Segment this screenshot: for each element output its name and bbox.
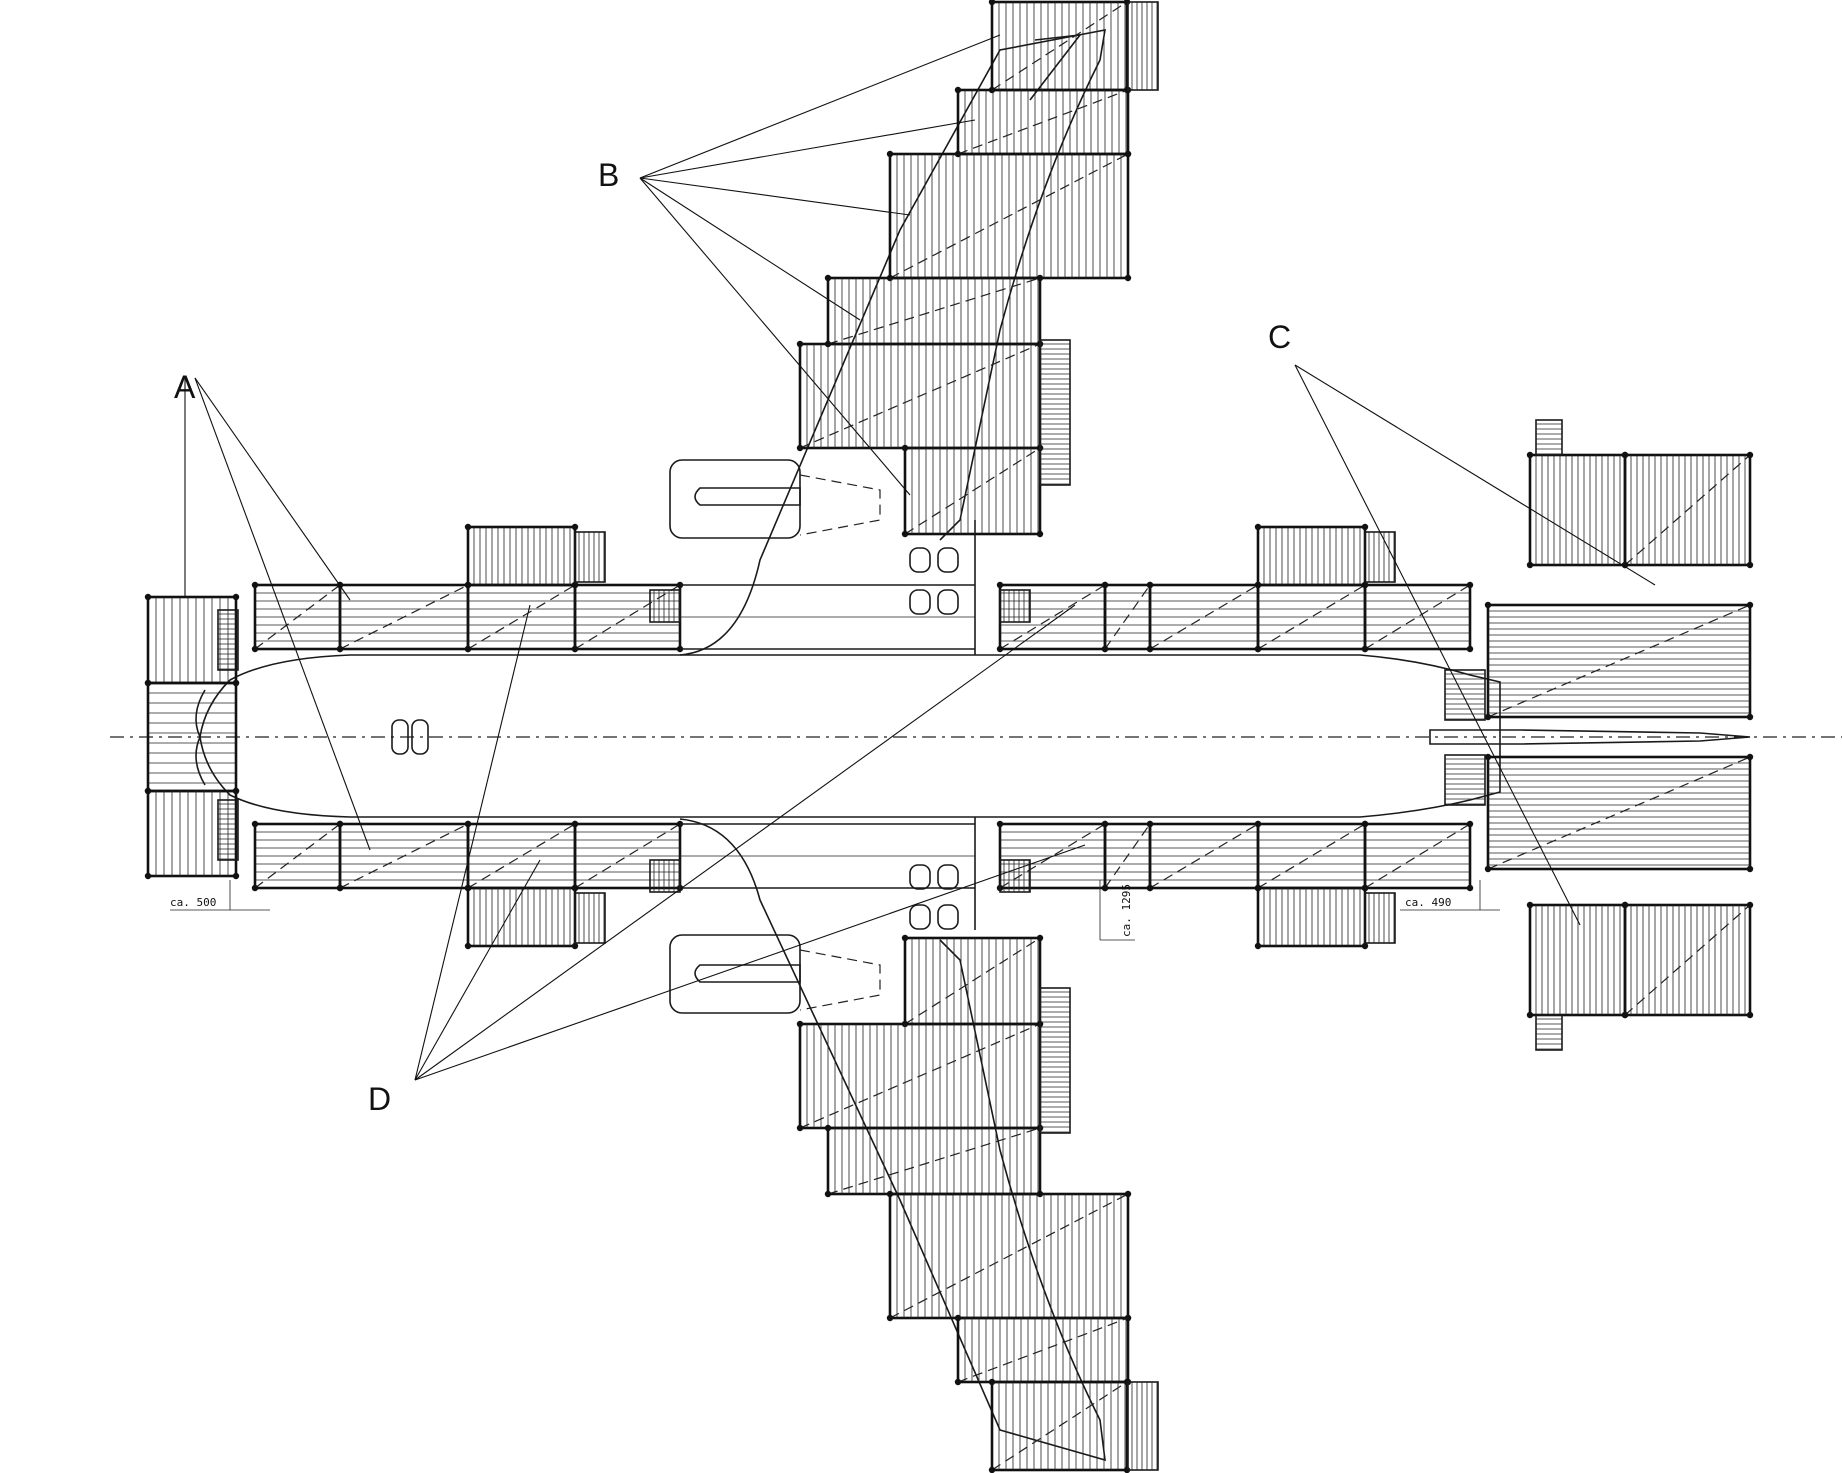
scaffold-bay: [144, 787, 240, 880]
scaffold-platforms: [144, 0, 1754, 1473]
scaffold-stair: [1039, 987, 1071, 1134]
scaffold-bay: [901, 934, 1044, 1028]
scaffold-bay: [571, 581, 684, 653]
door-markers: [391, 547, 959, 930]
scaffold-stair: [217, 609, 239, 671]
scaffold-bay: [1484, 601, 1754, 721]
scaffold-bay: [954, 86, 1132, 158]
callout-leaders: [184, 34, 1656, 1081]
dimension-label-left: ca. 500: [170, 896, 216, 909]
scaffold-stair: [999, 859, 1031, 893]
scaffold-bay: [886, 1190, 1132, 1322]
lower-engine: [669, 934, 881, 1014]
scaffold-bay: [464, 523, 579, 589]
dimension-label-right: ca. 490: [1405, 896, 1451, 909]
scaffold-bay: [796, 340, 1044, 452]
scaffold-stair: [649, 589, 681, 623]
scaffold-bay: [988, 1378, 1131, 1473]
scaffold-stair: [1444, 669, 1486, 721]
scaffold-bay: [464, 820, 579, 892]
lower-wing-outline: [679, 818, 1106, 1462]
dimension-lines: [170, 880, 1500, 941]
scaffold-bay: [886, 150, 1132, 282]
scaffold-bay: [824, 274, 1044, 348]
scaffold-bay: [1361, 581, 1474, 653]
scaffold-bay: [796, 1020, 1044, 1132]
scaffold-bay: [1484, 753, 1754, 873]
scaffold-stair: [1364, 531, 1396, 583]
scaffold-bay: [1254, 581, 1369, 653]
scaffold-stair: [1444, 754, 1486, 806]
scaffold-stair: [1364, 892, 1396, 944]
callout-label-d: D: [368, 1081, 391, 1117]
scaffold-stair: [1127, 1381, 1159, 1471]
scaffold-stair: [1535, 419, 1563, 456]
scaffold-bay: [1361, 820, 1474, 892]
scaffold-bay: [464, 884, 579, 950]
callout-label-c: C: [1268, 319, 1291, 355]
scaffold-bay: [954, 1314, 1132, 1386]
scaffold-bay: [144, 679, 240, 795]
scaffold-bay: [1101, 820, 1154, 892]
dimension-label-middle: ca. 1295: [1120, 884, 1133, 937]
scaffold-bay: [1146, 820, 1262, 892]
callout-label-a: A: [174, 369, 196, 405]
scaffold-bay: [1254, 523, 1369, 589]
scaffold-bay: [251, 820, 344, 892]
scaffold-bay: [988, 0, 1131, 94]
upper-engine: [669, 459, 881, 539]
scaffold-stair: [999, 589, 1031, 623]
scaffold-bay: [1526, 451, 1629, 569]
scaffold-bay: [1254, 820, 1369, 892]
scaffold-stair: [217, 799, 239, 861]
scaffold-bay: [901, 444, 1044, 538]
scaffold-bay: [1621, 901, 1754, 1019]
scaffold-bay: [251, 581, 344, 653]
scaffold-stair: [1535, 1014, 1563, 1051]
upper-wing-outline: [679, 28, 1106, 656]
scaffold-stair: [1127, 1, 1159, 91]
scaffold-stair: [574, 531, 606, 583]
scaffold-bay: [1621, 451, 1754, 569]
scaffold-bay: [336, 581, 472, 653]
callout-label-b: B: [598, 157, 619, 193]
scaffold-bay: [336, 820, 472, 892]
scaffold-bay: [1101, 581, 1154, 653]
scaffold-bay: [996, 581, 1109, 653]
scaffold-bay: [144, 593, 240, 687]
scaffold-stair: [574, 892, 606, 944]
scaffold-bay: [1254, 884, 1369, 950]
scaffold-stair: [649, 859, 681, 893]
scaffold-stair: [1039, 339, 1071, 486]
scaffold-bay: [1146, 581, 1262, 653]
scaffold-bay: [571, 820, 684, 892]
